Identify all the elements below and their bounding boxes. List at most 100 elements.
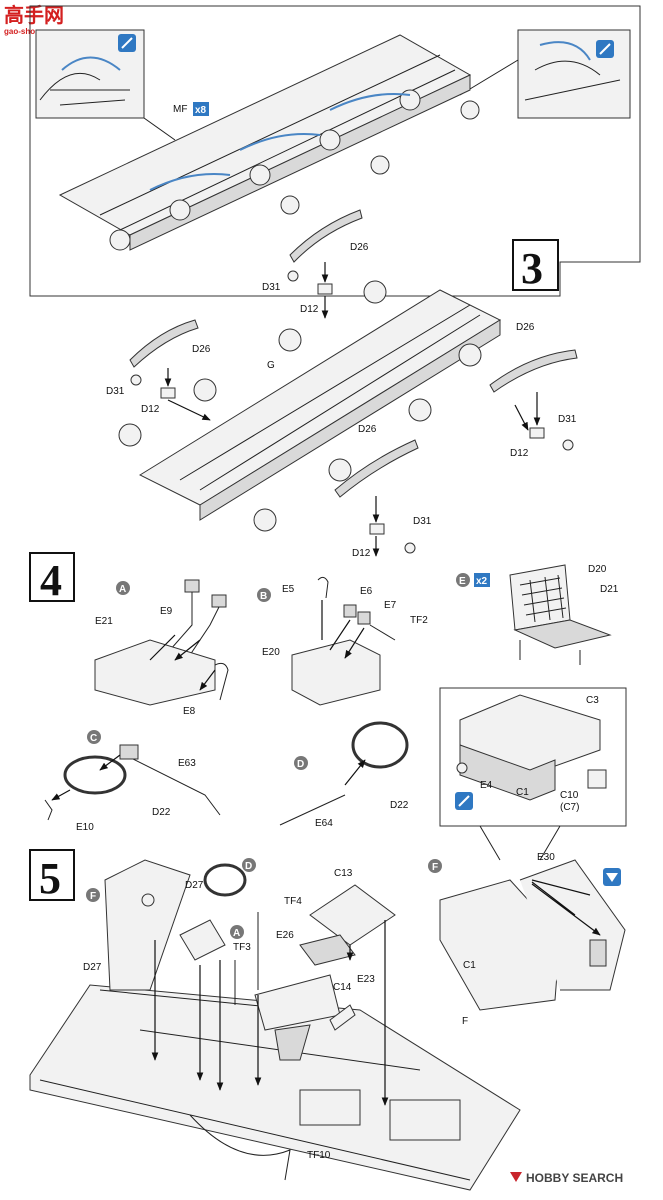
step-4-section: 4 A E9 E21 E8 B E5 E6 E7 TF2 E20 E x2 [29,552,627,861]
label-tf10: TF10 [307,1150,331,1161]
brand-mark-icon [510,1172,522,1182]
label-e9: E9 [160,606,173,617]
floor-e21 [94,639,216,706]
sub-a-marker [116,581,130,595]
callout-qty-label: x8 [195,105,207,116]
label-e8: E8 [183,706,196,717]
chassis-frame-g [118,280,502,532]
lever-e5 [317,576,329,599]
tool-icon [599,43,611,55]
watermark-site-name: 高手网 [4,3,64,27]
label-g: G [267,360,275,371]
callout-qty-badge [193,102,209,116]
step-3-callout-frame [29,5,641,297]
sub-a-letter: A [119,584,126,595]
column-e64 [279,794,346,826]
label-d31-left: D31 [106,386,125,397]
label-d31-right: D31 [558,414,577,425]
lever-e8 [214,662,229,701]
label-d26-left: D26 [192,344,211,355]
step-4-box [29,552,75,602]
sub-b-letter: B [260,591,267,602]
label-d31-top: D31 [262,282,281,293]
pedal-e9-a [184,579,200,593]
label-d12-right: D12 [510,448,529,459]
brand-name: HOBBY SEARCH [526,1171,623,1185]
watermark-site-url: gao-shou.com [4,27,59,36]
label-tf2: TF2 [410,615,428,626]
label-e64: E64 [315,818,333,829]
sub-e-marker [456,573,470,587]
label-d21: D21 [600,584,619,595]
label-c13: C13 [334,868,353,879]
label-e6: E6 [360,586,373,597]
sub-d-marker [294,756,308,770]
sub-e-qty: x2 [476,576,488,587]
part-d31 [130,374,142,386]
sub-c-letter: C [90,733,97,744]
sub-a-letter-5: A [233,928,240,939]
footer-brand: HOBBY SEARCH [510,1171,623,1185]
panel-c13 [309,884,396,946]
column-e63 [124,754,221,816]
label-d27-left: D27 [83,962,102,973]
step-5-number: 5 [39,854,61,903]
seat-d20-d21 [509,564,612,665]
steering-wheel-d22 [351,721,409,769]
side-block-right [439,879,561,1011]
step-5-box [29,849,75,901]
floor-e20 [291,639,381,706]
part-d12 [369,523,385,535]
label-e20: E20 [262,647,280,658]
label-d26-right: D26 [516,322,535,333]
label-e21: E21 [95,616,113,627]
side-block-left [104,859,191,991]
step-3-box [512,239,559,291]
sub-f-marker-right [428,859,442,873]
callout-mf-label: MF [173,104,187,115]
step-5-section: 5 [29,849,626,1191]
watermark-logo: 高手网 gao-shou.com [4,3,64,36]
sub-d-marker-5 [242,858,256,872]
leaf-spring-top [289,209,363,263]
leaf-spring-bottom [334,439,419,498]
label-d12-top: D12 [300,304,319,315]
label-f: F [462,1016,468,1027]
label-d31-bottom: D31 [413,516,432,527]
part-e10 [44,799,53,821]
label-e4: E4 [480,780,493,791]
label-e7: E7 [384,600,397,611]
label-e10: E10 [76,822,94,833]
step-4-number: 4 [40,556,62,605]
part-d12 [529,427,545,439]
part-c1 [459,744,556,801]
part-c14 [299,934,356,966]
label-d27-top: D27 [185,880,204,891]
step-3-section: MF x8 3 [29,5,641,559]
part-d12 [317,283,333,295]
tool-icon [121,37,133,49]
pedal-e9-b [211,594,227,608]
label-d26-bottom: D26 [358,424,377,435]
label-e30: E30 [537,852,555,863]
label-d26-top: D26 [350,242,369,253]
sub-f-letter-right: F [432,862,438,873]
label-d12-bottom: D12 [352,548,371,559]
pedal-e7 [357,611,371,625]
label-c14: C14 [333,982,352,993]
part-tf2 [369,624,396,641]
label-c10: C10 [560,790,579,801]
part-d12 [160,387,176,399]
part-d31 [404,542,416,554]
label-tf4: TF4 [284,896,302,907]
part-d31 [562,439,574,451]
pedal-e6 [343,604,357,618]
part-c10 [587,769,607,789]
chassis-assembled [58,34,480,251]
sub-a-marker-5 [230,925,244,939]
step-3-number: 3 [521,244,543,293]
pedal-unit [179,919,226,961]
sub-f-letter-left: F [90,891,96,902]
steering-unit [203,863,247,897]
label-tf3: TF3 [233,942,251,953]
